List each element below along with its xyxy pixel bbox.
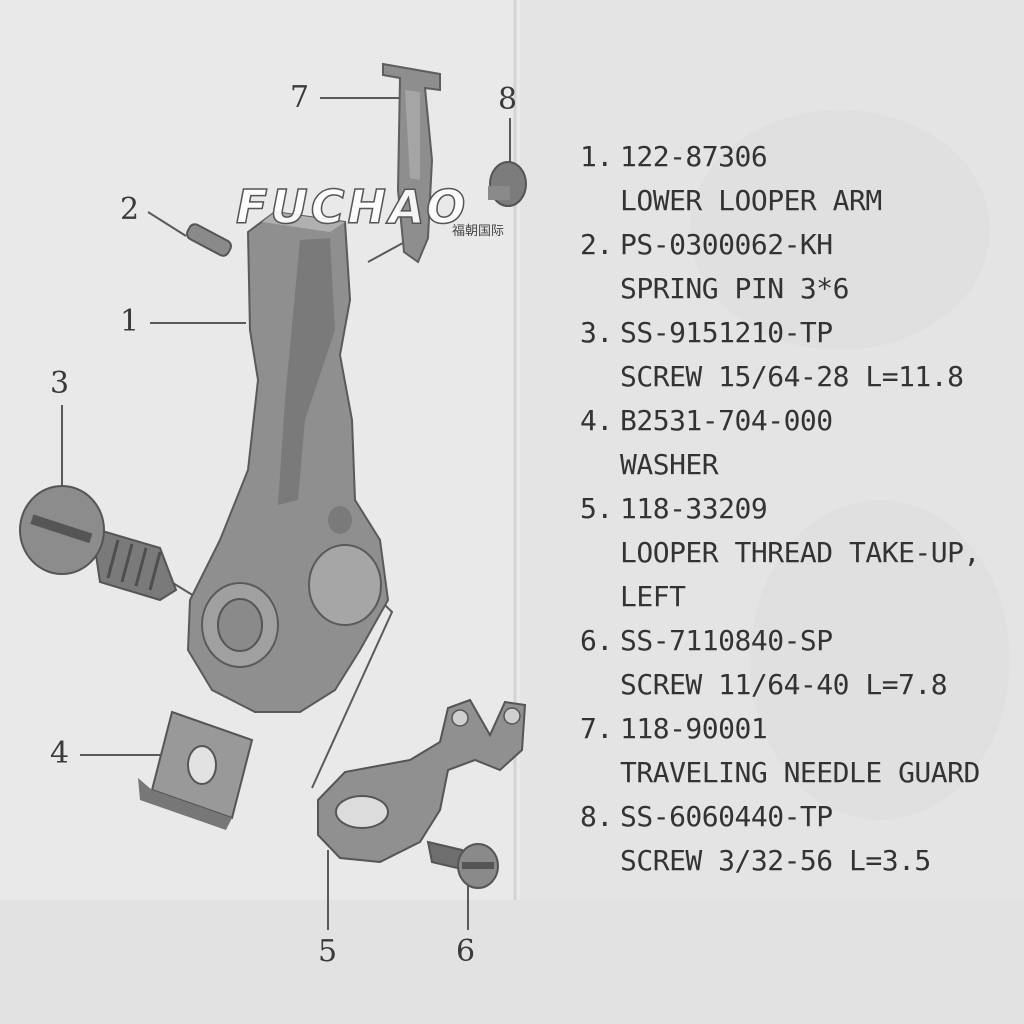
screw-3-part: [19, 485, 178, 602]
part-description: SPRING PIN 3*6: [620, 272, 850, 305]
callout-2: 2: [120, 192, 140, 227]
thread-take-up-part: [317, 698, 527, 864]
callout-3: 3: [50, 366, 70, 401]
part-code: 122-87306: [620, 140, 768, 173]
callout-1: 1: [120, 304, 140, 339]
part-code: B2531-704-000: [620, 404, 833, 437]
spring-pin-part: [186, 223, 232, 257]
part-description: LOWER LOOPER ARM: [620, 184, 882, 217]
part-entry-7: 7.118-90001 TRAVELING NEEDLE GUARD: [580, 707, 1020, 795]
part-entry-5: 5.118-33209 LOOPER THREAD TAKE-UP, LEFT: [580, 487, 1020, 619]
lower-looper-arm-part: [186, 210, 390, 713]
part-entry-3: 3.SS-9151210-TP SCREW 15/64-28 L=11.8: [580, 311, 1020, 399]
part-code: SS-6060440-TP: [620, 800, 833, 833]
part-code: SS-9151210-TP: [620, 316, 833, 349]
part-number: 1.: [580, 140, 613, 173]
part-number: 3.: [580, 316, 613, 349]
callout-7: 7: [290, 80, 310, 115]
part-description: SCREW 11/64-40 L=7.8: [620, 668, 948, 701]
screw-6-part: [426, 840, 499, 889]
part-entry-6: 6.SS-7110840-SP SCREW 11/64-40 L=7.8: [580, 619, 1020, 707]
part-description: SCREW 15/64-28 L=11.8: [620, 360, 964, 393]
part-number: 2.: [580, 228, 613, 261]
washer-part: [138, 710, 254, 830]
brand-watermark-cn: 福朝国际: [452, 224, 505, 239]
part-description: WASHER: [620, 448, 719, 481]
callout-5: 5: [318, 934, 338, 969]
screw-8-part: [488, 161, 527, 207]
brand-watermark: FUCHAO: [235, 179, 469, 235]
parts-list: 1.122-87306 LOWER LOOPER ARM 2.PS-030006…: [580, 135, 1020, 883]
part-number: 6.: [580, 624, 613, 657]
callout-6: 6: [456, 934, 476, 969]
part-code: SS-7110840-SP: [620, 624, 833, 657]
part-description: SCREW 3/32-56 L=3.5: [620, 844, 931, 877]
part-number: 7.: [580, 712, 613, 745]
part-number: 5.: [580, 492, 613, 525]
part-number: 8.: [580, 800, 613, 833]
part-code: PS-0300062-KH: [620, 228, 833, 261]
part-description-cont: LEFT: [620, 580, 686, 613]
part-description: LOOPER THREAD TAKE-UP,: [620, 536, 980, 569]
part-entry-8: 8.SS-6060440-TP SCREW 3/32-56 L=3.5: [580, 795, 1020, 883]
part-entry-2: 2.PS-0300062-KH SPRING PIN 3*6: [580, 223, 1020, 311]
callout-4: 4: [50, 736, 70, 771]
part-code: 118-90001: [620, 712, 768, 745]
part-description: TRAVELING NEEDLE GUARD: [620, 756, 980, 789]
part-entry-1: 1.122-87306 LOWER LOOPER ARM: [580, 135, 1020, 223]
part-entry-4: 4.B2531-704-000 WASHER: [580, 399, 1020, 487]
needle-guard-part: [382, 62, 441, 264]
part-code: 118-33209: [620, 492, 768, 525]
part-number: 4.: [580, 404, 613, 437]
callout-8: 8: [498, 82, 518, 117]
